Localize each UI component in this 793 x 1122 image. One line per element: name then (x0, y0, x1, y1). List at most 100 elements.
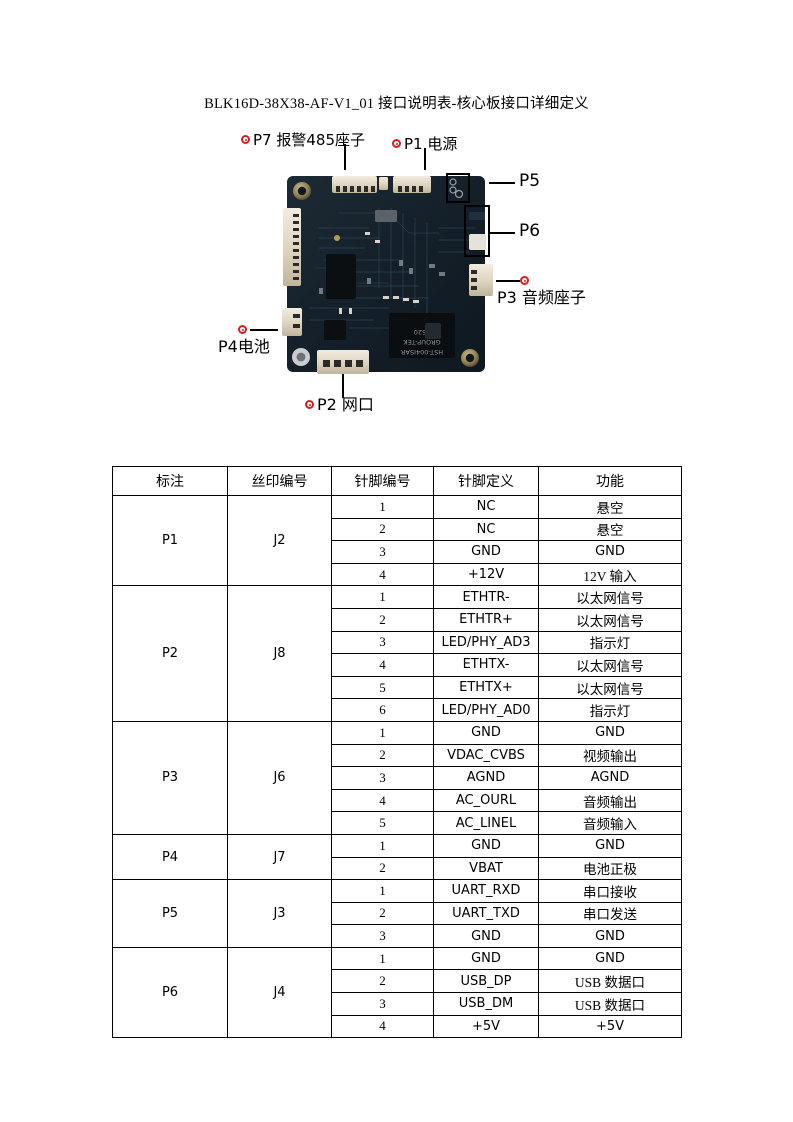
col-header-silk: 丝印编号 (227, 466, 332, 496)
cell-function: +5V (538, 1014, 682, 1039)
cell-pin-number: 3 (331, 924, 434, 948)
cell-pin-number: 2 (331, 607, 434, 632)
cell-pin-definition: GND (433, 720, 539, 745)
cell-function: 电池正极 (538, 856, 682, 881)
cell-pin-definition: ETHTR- (433, 585, 539, 609)
callout-p3: P3 音频座子 (497, 290, 586, 306)
leader-p5 (489, 182, 515, 184)
cell-silk: J8 (227, 585, 332, 722)
cell-mark: P3 (112, 720, 228, 835)
cell-function: 音频输出 (538, 788, 682, 813)
callout-p2-label: P2 网口 (317, 395, 374, 414)
cell-silk: J3 (227, 879, 332, 948)
callout-p1: P1 电源 (392, 137, 457, 152)
cell-mark: P5 (112, 879, 228, 948)
svg-text:HST-004ISAR: HST-004ISAR (400, 348, 443, 356)
cell-pin-number: 1 (331, 879, 434, 903)
cell-pin-number: 3 (331, 630, 434, 655)
cell-pin-number: 2 (331, 901, 434, 926)
bullseye-marker-icon (241, 135, 250, 144)
cell-pin-definition: VBAT (433, 856, 539, 881)
col-header-pin: 针脚编号 (331, 466, 434, 496)
bullseye-marker-icon (305, 400, 314, 409)
cell-pin-definition: ETHTX- (433, 653, 539, 677)
leader-p3 (496, 280, 520, 282)
cell-function: GND (538, 924, 682, 948)
cell-function: 视频输出 (538, 743, 682, 768)
cell-function: GND (538, 540, 682, 564)
leader-p7 (344, 144, 346, 170)
col-header-def: 针脚定义 (433, 466, 539, 496)
cell-pin-definition: USB_DP (433, 969, 539, 994)
cell-function: 悬空 (538, 517, 682, 542)
cell-pin-definition: GND (433, 833, 539, 858)
cell-pin-definition: AC_LINEL (433, 811, 539, 835)
cell-function: AGND (538, 766, 682, 790)
table-row: 4+5V+5V (113, 1014, 682, 1039)
callout-p5-label: P5 (519, 171, 541, 191)
cell-pin-definition: LED/PHY_AD0 (433, 698, 539, 722)
bullseye-marker-icon (238, 325, 247, 334)
callout-p5: P5 (519, 173, 540, 190)
cell-pin-definition: UART_RXD (433, 879, 539, 903)
cell-pin-definition: ETHTR+ (433, 607, 539, 632)
cell-silk: J4 (227, 946, 332, 1039)
cell-function: 悬空 (538, 495, 682, 519)
callout-p7-label: P7 报警485座子 (253, 131, 365, 149)
callout-p4-marker (238, 323, 250, 338)
callout-p1-label: P1 电源 (404, 135, 458, 153)
callout-p4-label: P4电池 (218, 337, 270, 356)
cell-mark: P1 (112, 494, 228, 587)
cell-pin-definition: USB_DM (433, 992, 539, 1016)
cell-mark: P6 (112, 946, 228, 1039)
cell-pin-number: 1 (331, 833, 434, 858)
callout-p3-marker (520, 274, 532, 289)
leader-p4 (250, 329, 278, 331)
cell-pin-number: 1 (331, 585, 434, 609)
cell-pin-number: 2 (331, 856, 434, 881)
cell-silk: J7 (227, 833, 332, 881)
leader-p6 (489, 232, 515, 234)
cell-pin-number: 4 (331, 1014, 434, 1039)
cell-pin-number: 1 (331, 495, 434, 519)
cell-pin-definition: AC_OURL (433, 788, 539, 813)
col-header-mark: 标注 (112, 466, 228, 496)
cell-function: 音频输入 (538, 811, 682, 835)
cell-function: GND (538, 946, 682, 971)
cell-function: GND (538, 833, 682, 858)
board-figure: 1520 GROUP-TEK HST-004ISAR (0, 128, 793, 424)
cell-pin-number: 4 (331, 788, 434, 813)
cell-function: 以太网信号 (538, 675, 682, 700)
cell-pin-number: 5 (331, 811, 434, 835)
callout-p4: P4电池 (218, 339, 270, 355)
callout-p7: P7 报警485座子 (241, 133, 365, 148)
cell-pin-number: 4 (331, 562, 434, 587)
callout-p6-label: P6 (519, 221, 541, 241)
cell-pin-definition: UART_TXD (433, 901, 539, 926)
cell-pin-definition: NC (433, 495, 539, 519)
cell-function: 指示灯 (538, 698, 682, 722)
cell-function: 以太网信号 (538, 607, 682, 632)
page-title: BLK16D-38X38-AF-V1_01 接口说明表-核心板接口详细定义 (204, 96, 589, 112)
cell-pin-definition: ETHTX+ (433, 675, 539, 700)
cell-function: 串口发送 (538, 901, 682, 926)
cell-pin-number: 1 (331, 720, 434, 745)
